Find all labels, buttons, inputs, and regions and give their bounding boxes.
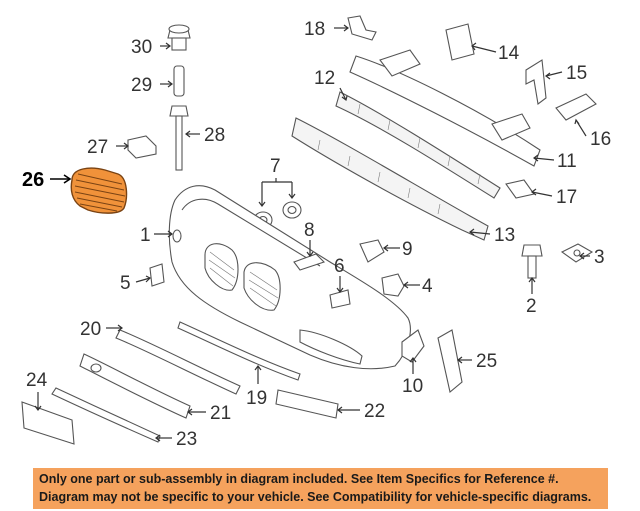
- callout-16: 16: [590, 129, 611, 150]
- part-25-bracket: [437, 329, 463, 394]
- callout-17: 17: [556, 187, 577, 208]
- callout-11: 11: [557, 151, 577, 172]
- callout-10: 10: [402, 376, 423, 397]
- callout-13: 13: [494, 225, 515, 246]
- callout-20: 20: [80, 319, 101, 340]
- callout-15: 15: [566, 63, 587, 84]
- callout-21: 21: [210, 403, 231, 424]
- callout-26: 26: [22, 169, 44, 191]
- callout-9: 9: [402, 239, 413, 260]
- part-6-bracket: [329, 289, 351, 309]
- callout-18: 18: [304, 19, 325, 40]
- callout-2: 2: [526, 296, 537, 317]
- part-15-bracket: [525, 59, 547, 105]
- part-28-bolt: [169, 105, 189, 171]
- part-17-bracket: [505, 179, 535, 199]
- part-12-absorber: [335, 91, 501, 199]
- callout-28: 28: [204, 125, 225, 146]
- disclaimer-line-2: Diagram may not be specific to your vehi…: [39, 490, 592, 504]
- part-16-pad: [555, 93, 597, 121]
- part-24-plate-bracket: [21, 401, 75, 445]
- callout-7: 7: [270, 156, 281, 177]
- part-13-absorber: [291, 117, 489, 241]
- callout-12: 12: [314, 68, 335, 89]
- callout-labels: 30 29 28 27 26 7 1 5 6 8 9 4 10 2 3 11 1…: [22, 19, 611, 450]
- disclaimer-line-1: Only one part or sub-assembly in diagram…: [39, 472, 559, 486]
- callout-24: 24: [26, 370, 48, 391]
- callout-4: 4: [422, 276, 433, 297]
- part-22-trim: [275, 389, 339, 419]
- part-29-sleeve: [173, 65, 185, 97]
- callout-3: 3: [594, 247, 605, 268]
- part-3-nut: [560, 243, 594, 263]
- part-20-trim: [115, 329, 241, 395]
- part-26-grille: [70, 167, 128, 214]
- callout-30: 30: [131, 37, 152, 58]
- callout-27: 27: [87, 137, 108, 158]
- callout-23: 23: [176, 429, 197, 450]
- disclaimer-banner: Only one part or sub-assembly in diagram…: [33, 468, 608, 509]
- leader-lines: [34, 24, 590, 442]
- part-23-strip: [51, 387, 161, 443]
- part-30-rivet: [167, 24, 191, 51]
- callout-25: 25: [476, 351, 497, 372]
- callout-8: 8: [304, 220, 315, 241]
- callout-14: 14: [498, 43, 520, 64]
- callout-5: 5: [120, 273, 131, 294]
- part-19-trim: [177, 321, 301, 381]
- part-4-bracket: [381, 273, 405, 297]
- part-1-bumper-cover: [168, 185, 411, 370]
- part-11-reinforcement: [349, 49, 541, 167]
- callout-19: 19: [246, 388, 267, 409]
- callout-29: 29: [131, 75, 152, 96]
- part-18-bracket: [347, 15, 377, 41]
- part-8-bracket: [293, 253, 326, 271]
- parts-diagram: 30 29 28 27 26 7 1 5 6 8 9 4 10 2 3 11 1…: [21, 15, 611, 450]
- callout-6: 6: [334, 256, 345, 277]
- callout-1: 1: [140, 225, 151, 246]
- part-9-bracket: [359, 239, 385, 263]
- part-14-bracket: [445, 23, 475, 61]
- part-27-clip: [127, 135, 157, 159]
- part-5-clip: [149, 263, 165, 287]
- part-21-grille: [79, 353, 191, 419]
- part-2-bolt: [521, 244, 543, 279]
- callout-22: 22: [364, 401, 385, 422]
- part-10-bracket: [401, 329, 425, 363]
